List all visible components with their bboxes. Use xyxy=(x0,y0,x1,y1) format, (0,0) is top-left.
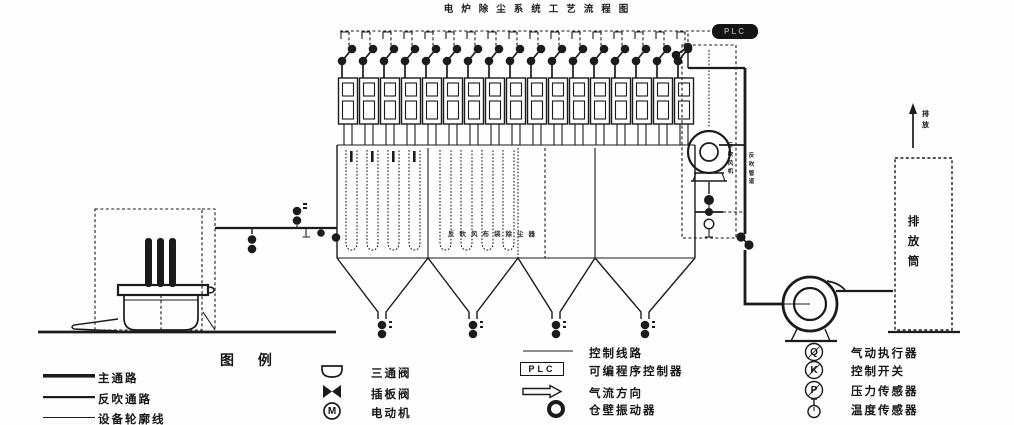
temperature-sensor-icon xyxy=(807,398,821,419)
inlet-duct xyxy=(215,203,341,254)
reverse-duct-label: 反吹管道 xyxy=(748,153,755,186)
motor-icon xyxy=(323,402,341,420)
actuator-letter: Q xyxy=(810,347,818,358)
legend-gate-valve: 插板阀 xyxy=(371,389,412,401)
legend-control-switch: 控制开关 xyxy=(851,366,905,378)
electric-furnace xyxy=(38,208,336,334)
motor-letter: M xyxy=(328,406,336,417)
reverse-blow-fan xyxy=(686,129,745,182)
control-switch-icon xyxy=(804,360,824,380)
legend-reverse-path: 反吹通路 xyxy=(98,394,152,406)
legend-title: 图 例 xyxy=(220,352,282,368)
legend-temperature-sensor: 温度传感器 xyxy=(851,405,919,417)
discharge-stack xyxy=(888,103,960,334)
plc-capsule-label: PLC xyxy=(724,27,746,36)
baghouse xyxy=(336,30,712,339)
switch-letter: K xyxy=(810,365,818,376)
legend-main-path: 主通路 xyxy=(98,373,139,385)
stack-label: 排放筒 xyxy=(907,216,920,269)
legend-airflow: 气流方向 xyxy=(589,388,643,400)
baghouse-label: 反吹风布袋除尘器 xyxy=(448,231,540,238)
legend-plc-box: PLC xyxy=(520,362,564,376)
legend-plc: 可编程序控制器 xyxy=(589,366,684,378)
reverse-fan-label: 反吹风机 xyxy=(727,143,734,176)
legend-motor: 电动机 xyxy=(371,408,412,420)
plc-capsule xyxy=(712,24,758,39)
main-fan xyxy=(781,275,893,343)
legend-three-way-valve: 三通阀 xyxy=(371,368,412,380)
gate-valve-icon xyxy=(323,385,341,398)
outline-line-sample xyxy=(43,417,95,418)
legend-symbols: M Q K P xyxy=(43,342,824,420)
dust-hoppers xyxy=(336,257,696,339)
legend-equipment-outline: 设备轮廓线 xyxy=(98,414,166,425)
diagram-title: 电炉除尘系统工艺流程图 xyxy=(443,4,637,15)
legend-control-line: 控制线路 xyxy=(589,348,643,360)
legend-vibrator: 仓壁振动器 xyxy=(589,405,657,417)
airflow-arrow-icon xyxy=(522,384,563,399)
three-way-valve-icon xyxy=(321,365,343,378)
legend-pneumatic-actuator: 气动执行器 xyxy=(851,348,919,360)
pressure-letter: P xyxy=(811,385,818,396)
vibrator-icon xyxy=(547,400,565,418)
filter-bags xyxy=(345,149,515,251)
legend-pressure-sensor: 压力传感器 xyxy=(851,386,919,398)
pneumatic-actuator-icon xyxy=(804,342,824,362)
stack-outlet-label: 排放 xyxy=(922,111,929,129)
reverse-blow-valve xyxy=(695,182,745,238)
main-path-line-sample xyxy=(43,374,95,378)
reverse-blow-unit xyxy=(671,24,783,306)
reverse-path-line-sample xyxy=(43,396,95,399)
